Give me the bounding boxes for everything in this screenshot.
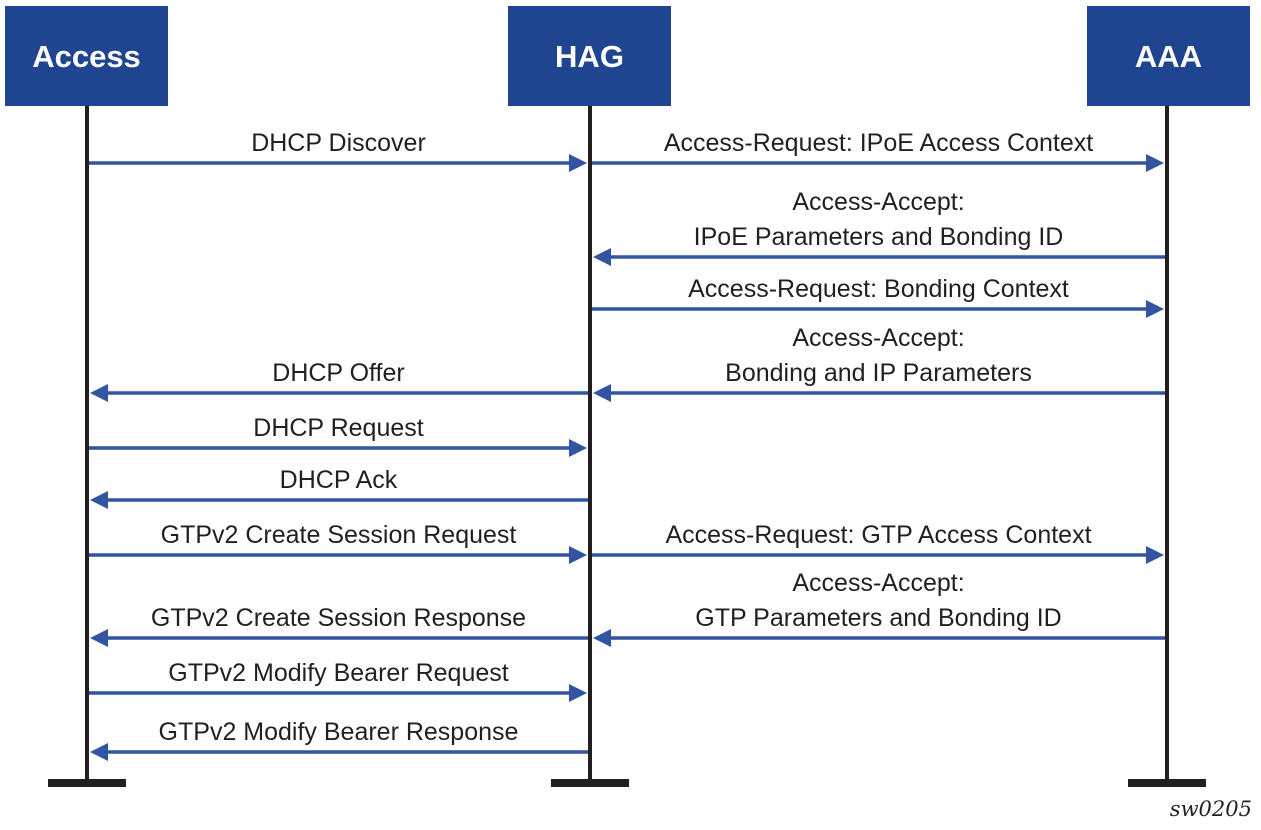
message-label: Access-Accept: [792, 569, 964, 597]
message-11: GTPv2 Create Session Response [90, 604, 588, 647]
entity-label-aaa: AAA [1135, 39, 1202, 74]
message-label: GTPv2 Create Session Response [151, 604, 526, 632]
message-arrow-head [593, 248, 611, 266]
message-arrow-head [90, 384, 108, 402]
entity-box-hag [508, 6, 671, 106]
message-2: Access-Accept: IPoE Parameters and Bondin… [593, 188, 1165, 266]
message-arrow-head [569, 546, 587, 564]
entity-box-aaa [1087, 6, 1250, 106]
message-4: Access-Accept: Bonding and IP Parameters [593, 324, 1165, 402]
message-7: DHCP Ack [90, 466, 588, 509]
entity-boxes: Access HAG AAA [5, 6, 1250, 106]
message-1: Access-Request: IPoE Access Context [592, 129, 1164, 172]
message-10: Access-Accept: GTP Parameters and Bonding… [593, 569, 1165, 647]
message-6: DHCP Request [89, 414, 587, 457]
message-5: DHCP Offer [90, 359, 588, 402]
message-arrow-head [569, 684, 587, 702]
message-label: GTPv2 Create Session Request [161, 521, 517, 549]
message-label: DHCP Request [253, 414, 424, 442]
message-label: IPoE Parameters and Bonding ID [694, 223, 1064, 251]
message-9: Access-Request: GTP Access Context [592, 521, 1164, 564]
message-13: GTPv2 Modify Bearer Response [90, 718, 588, 761]
message-arrow-head [90, 491, 108, 509]
message-label: Bonding and IP Parameters [725, 359, 1032, 387]
message-3: Access-Request: Bonding Context [592, 275, 1164, 318]
message-label: Access-Request: Bonding Context [688, 275, 1069, 303]
message-label: GTPv2 Modify Bearer Response [159, 718, 519, 746]
message-arrow-head [569, 439, 587, 457]
message-label: Access-Request: IPoE Access Context [664, 129, 1093, 157]
message-arrow-head [90, 629, 108, 647]
message-label: Access-Accept: [792, 324, 964, 352]
message-12: GTPv2 Modify Bearer Request [89, 659, 587, 702]
message-arrows: DHCP Discover Access-Request: IPoE Access… [89, 129, 1165, 761]
message-label: Access-Request: GTP Access Context [665, 521, 1091, 549]
message-label: DHCP Ack [280, 466, 398, 494]
entity-label-access: Access [32, 39, 141, 74]
message-arrow-head [1146, 300, 1164, 318]
message-label: DHCP Discover [251, 129, 426, 157]
message-arrow-head [1146, 154, 1164, 172]
lifelines [48, 106, 1206, 787]
entity-box-access [5, 6, 168, 106]
message-8: GTPv2 Create Session Request [89, 521, 587, 564]
message-label: Access-Accept: [792, 188, 964, 216]
message-arrow-head [569, 154, 587, 172]
message-label: GTPv2 Modify Bearer Request [168, 659, 508, 687]
figure-reference: sw0205 [1170, 797, 1252, 821]
message-arrow-head [1146, 546, 1164, 564]
message-label: GTP Parameters and Bonding ID [695, 604, 1061, 632]
message-0: DHCP Discover [89, 129, 587, 172]
entity-label-hag: HAG [555, 39, 624, 74]
message-label: DHCP Offer [272, 359, 404, 387]
message-arrow-head [593, 384, 611, 402]
message-arrow-head [90, 743, 108, 761]
message-arrow-head [593, 629, 611, 647]
